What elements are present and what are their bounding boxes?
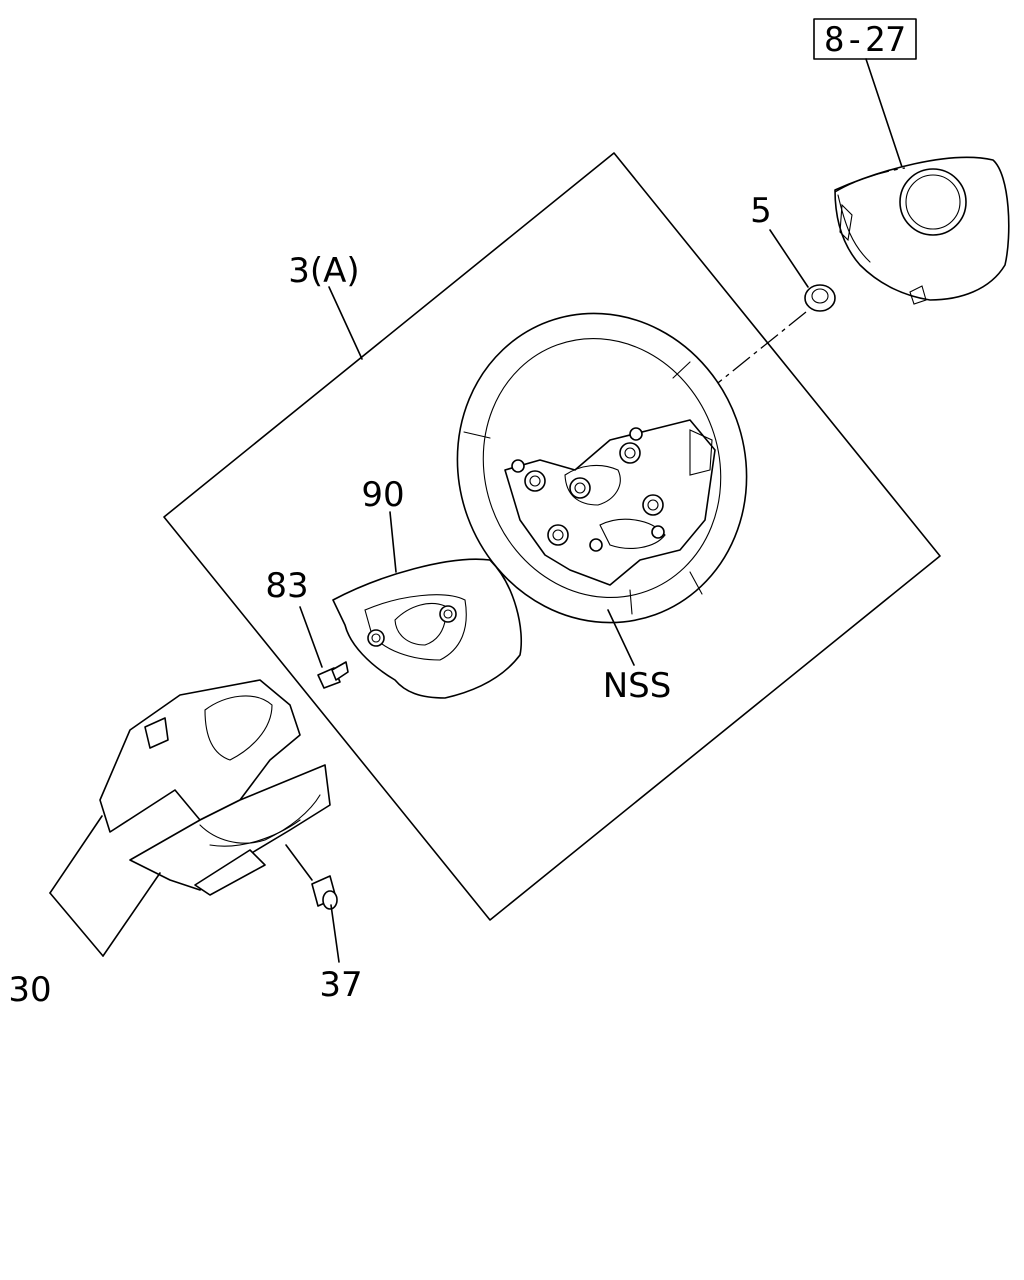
callout-cover: 90 — [361, 475, 404, 515]
wheel-leader — [607, 609, 635, 666]
screw-cover-leader — [299, 606, 323, 668]
callout-column-cover: 30 — [8, 970, 51, 1010]
screw-column-leader — [330, 904, 340, 963]
reference-leader — [865, 58, 904, 171]
callout-screw-cover: 83 — [265, 566, 308, 606]
reference-box-label: 8-27 — [824, 20, 906, 60]
callout-screw-column: 37 — [319, 965, 362, 1005]
lower-cover-part — [332, 511, 523, 699]
reference-box: 8-27 — [813, 18, 917, 171]
callout-labels: 3(A) 5 90 83 NSS 30 37 — [8, 191, 771, 1010]
screw-column-guide — [285, 844, 313, 881]
column-cover-leader-b — [49, 892, 104, 957]
reference-box-frame — [813, 18, 917, 60]
assembly-leader — [328, 286, 363, 360]
callout-wheel-note: NSS — [603, 666, 672, 706]
nut-leader — [769, 229, 809, 288]
steering-wheel — [456, 312, 748, 666]
column-cover-part — [49, 679, 331, 957]
assembly-frame — [163, 152, 941, 921]
airbag-module — [834, 156, 1010, 305]
assembly-frame-outline — [163, 152, 941, 921]
column-screw-part — [285, 844, 340, 963]
column-cover-leader-c — [102, 872, 161, 957]
column-cover-leader-a — [49, 815, 103, 894]
cover-screw-part — [299, 606, 349, 689]
cover-leader — [389, 511, 397, 573]
callout-assembly: 3(A) — [288, 251, 359, 291]
callout-nut: 5 — [750, 191, 772, 231]
